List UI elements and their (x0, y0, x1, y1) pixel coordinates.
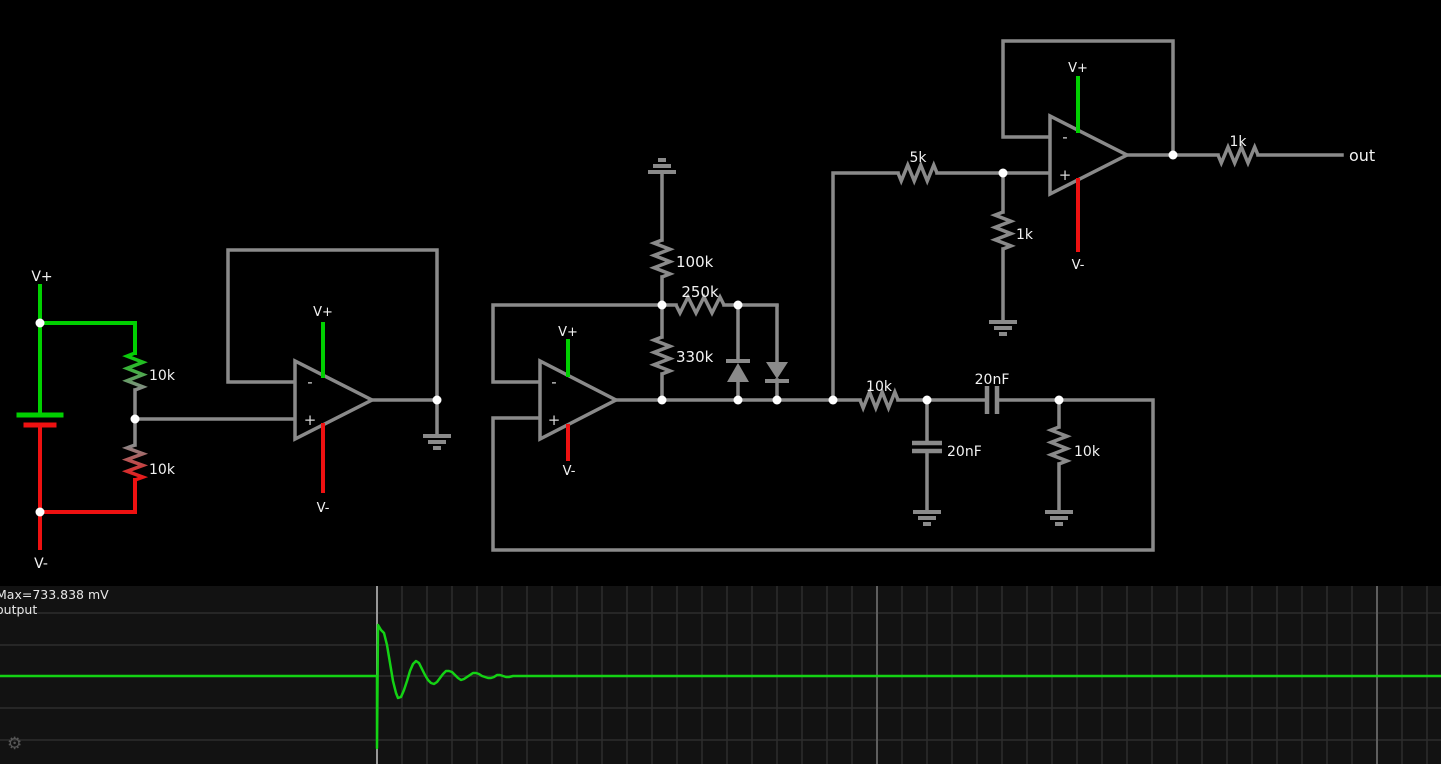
wire-opamp2-plus-loop[interactable] (491, 398, 1155, 552)
capacitor-20nf-series[interactable] (984, 386, 1000, 414)
wire-vplus-to-divider[interactable] (38, 321, 137, 355)
label-resistor-1k-out: 1k (1229, 134, 1247, 150)
label-opamp1-minus: - (307, 373, 312, 391)
label-resistor-1k-gnd: 1k (1016, 227, 1034, 243)
junction-node (432, 395, 442, 405)
junction-node (1054, 395, 1064, 405)
resistor-100k[interactable] (649, 238, 675, 279)
resistor-250k[interactable] (674, 293, 726, 317)
label-resistor-divider-bottom: 10k (149, 462, 176, 478)
label-capacitor-20nf-series: 20nF (975, 372, 1010, 388)
opamp-output-stage[interactable] (1048, 113, 1131, 197)
opamp-gain-stage[interactable] (538, 358, 620, 442)
label-opamp2-vplus: V+ (558, 325, 578, 340)
label-opamp1-vminus: V- (317, 501, 330, 516)
junction-node (828, 395, 838, 405)
wire-to-5k[interactable] (831, 171, 900, 402)
label-resistor-100k: 100k (676, 253, 714, 271)
label-resistor-5k: 5k (909, 150, 927, 166)
resistor-330k[interactable] (649, 335, 675, 376)
label-resistor-330k: 330k (676, 348, 714, 366)
wire-divider-to-vminus[interactable] (38, 478, 137, 514)
ground-shunt-cap[interactable] (913, 510, 941, 526)
ground-100k-top[interactable] (648, 158, 676, 174)
junction-node (657, 300, 667, 310)
label-opamp2-minus: - (551, 373, 556, 391)
wire-opamp3-feedback[interactable] (1001, 39, 1175, 157)
junction-node (772, 395, 782, 405)
label-resistor-divider-top: 10k (149, 368, 176, 384)
label-opamp1-plus: + (304, 411, 317, 429)
resistor-1k-gnd[interactable] (990, 210, 1016, 251)
resistor-5k[interactable] (896, 160, 939, 186)
label-resistor-10k-filter: 10k (866, 379, 893, 395)
label-vminus-supply: V- (34, 556, 48, 572)
label-opamp3-vminus: V- (1072, 258, 1085, 273)
junction-node (733, 300, 743, 310)
ground-10k[interactable] (1045, 510, 1073, 526)
junction-node (657, 395, 667, 405)
label-opamp2-vminus: V- (563, 464, 576, 479)
label-opamp2-plus: + (548, 411, 561, 429)
junction-node (733, 395, 743, 405)
junction-node (1168, 150, 1178, 160)
ground-1k[interactable] (989, 320, 1017, 336)
opamp-buffer[interactable] (293, 358, 376, 442)
settings-gear-icon[interactable]: ⚙ (7, 734, 23, 754)
label-capacitor-20nf-shunt: 20nF (947, 444, 982, 460)
label-opamp3-plus: + (1059, 166, 1072, 184)
label-opamp3-vplus: V+ (1068, 61, 1088, 76)
label-resistor-250k: 250k (681, 283, 719, 301)
capacitor-20nf-shunt[interactable] (912, 440, 942, 454)
junction-node (35, 507, 45, 517)
label-vplus-supply: V+ (31, 269, 52, 285)
junction-node (130, 414, 140, 424)
diode-up[interactable] (726, 359, 750, 382)
resistor-1k-out[interactable] (1216, 142, 1260, 168)
resistor-10k-gnd[interactable] (1046, 425, 1072, 466)
ground-buffer-output[interactable] (423, 434, 451, 450)
scope-channel-label: output (0, 602, 38, 617)
scope-output-trace (0, 623, 1441, 750)
junction-node (922, 395, 932, 405)
label-opamp3-minus: - (1062, 128, 1067, 146)
diode-down[interactable] (765, 362, 789, 383)
resistor-divider-bottom-10k[interactable] (121, 443, 149, 482)
junction-node (35, 318, 45, 328)
label-resistor-10k-gnd: 10k (1074, 444, 1101, 460)
label-out: out (1349, 146, 1375, 165)
resistor-divider-top-10k[interactable] (122, 351, 148, 392)
label-opamp1-vplus: V+ (313, 305, 333, 320)
wire-opamp2-minus-loop[interactable] (491, 303, 664, 384)
junction-node (998, 168, 1008, 178)
resistor-10k-filter[interactable] (858, 387, 900, 413)
wire-buffer-feedback[interactable] (226, 248, 439, 402)
scope-max-readout: Max=733.838 mV (0, 587, 109, 602)
